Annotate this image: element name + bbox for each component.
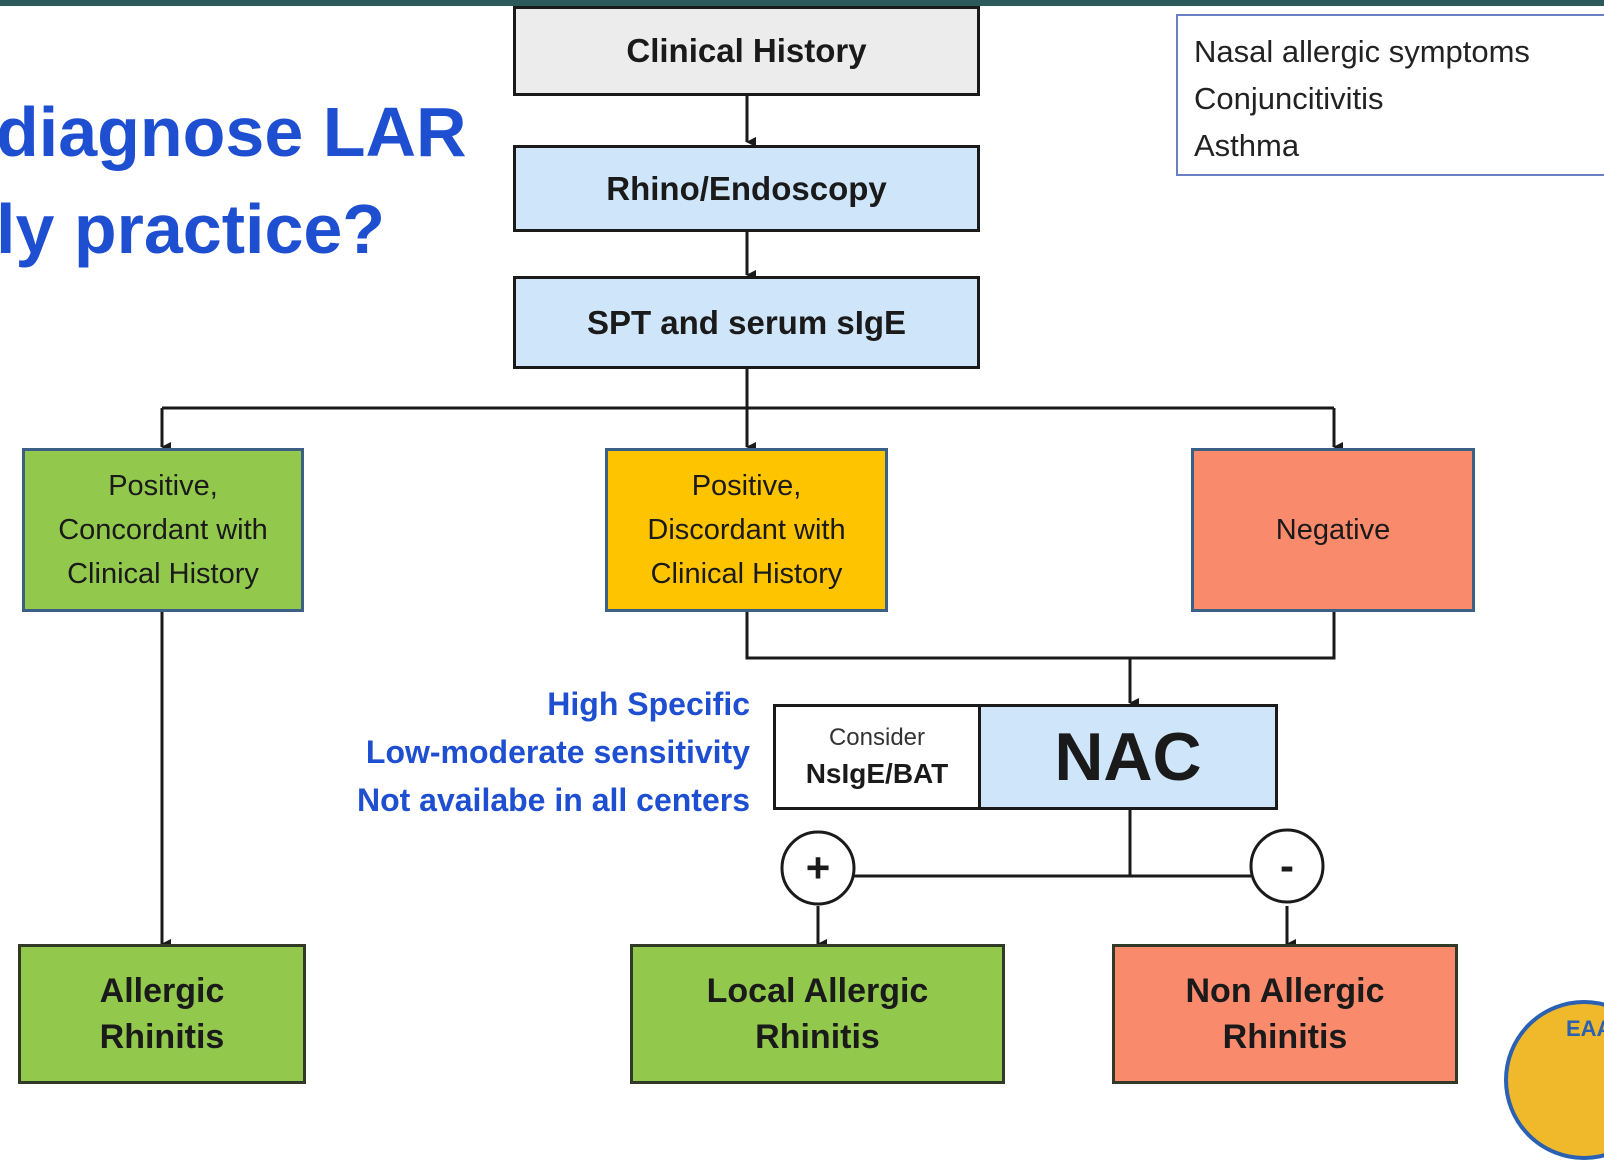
nac-box: NAC bbox=[978, 704, 1278, 810]
non-allergic-rhinitis-box: Non Allergic Rhinitis bbox=[1112, 944, 1458, 1084]
title-line-1: diagnose LAR bbox=[0, 93, 467, 171]
remark-specificity: High Specific bbox=[547, 686, 750, 722]
consider-label: Consider bbox=[828, 724, 926, 751]
note-nasal-symptoms: Nasal allergic symptoms bbox=[1194, 34, 1530, 69]
negative-box: Negative bbox=[1191, 448, 1475, 612]
positive-discordant-label: Positive, Discordant with Clinical Histo… bbox=[647, 470, 846, 590]
positive-concordant-box: Positive, Concordant with Clinical Histo… bbox=[22, 448, 304, 612]
spt-sige-label: SPT and serum sIgE bbox=[586, 303, 907, 341]
logo-text: EAACI bbox=[1566, 1016, 1604, 1041]
allergic-rhinitis-label: Allergic Rhinitis bbox=[99, 972, 225, 1056]
remark-sensitivity: Low-moderate sensitivity bbox=[365, 734, 750, 770]
local-allergic-rhinitis-label: Local Allergic Rhinitis bbox=[706, 972, 929, 1056]
clinical-history-label: Clinical History bbox=[626, 32, 867, 69]
nsige-bat-remarks: High Specific Low-moderate sensitivity N… bbox=[357, 680, 750, 824]
slide-title: diagnose LAR ly practice? bbox=[0, 84, 467, 278]
title-line-2: ly practice? bbox=[0, 190, 386, 268]
positive-concordant-label: Positive, Concordant with Clinical Histo… bbox=[58, 470, 268, 590]
positive-nac-circle bbox=[780, 830, 856, 906]
allergic-rhinitis-box: Allergic Rhinitis bbox=[18, 944, 306, 1084]
positive-discordant-box: Positive, Discordant with Clinical Histo… bbox=[605, 448, 888, 612]
negative-nac-sign: - bbox=[1280, 842, 1294, 889]
rhino-endoscopy-label: Rhino/Endoscopy bbox=[606, 169, 887, 207]
note-asthma: Asthma bbox=[1194, 128, 1300, 163]
local-allergic-rhinitis-box: Local Allergic Rhinitis bbox=[630, 944, 1005, 1084]
negative-nac-circle bbox=[1249, 828, 1325, 904]
consider-tests: NsIgE/BAT bbox=[805, 758, 949, 789]
positive-nac-sign: + bbox=[806, 844, 831, 891]
connector-discordant-negative bbox=[745, 612, 1336, 660]
nac-label: NAC bbox=[1054, 719, 1202, 795]
note-conjunctivitis: Conjuncitivitis bbox=[1194, 81, 1384, 116]
clinical-history-box: Clinical History bbox=[513, 6, 980, 96]
spt-sige-box: SPT and serum sIgE bbox=[513, 276, 980, 369]
remark-availability: Not availabe in all centers bbox=[356, 782, 750, 818]
top-bar bbox=[0, 0, 1604, 6]
negative-label: Negative bbox=[1275, 514, 1391, 546]
consider-nsige-bat-box: Consider NsIgE/BAT bbox=[773, 704, 980, 810]
flow-connectors: + - bbox=[160, 96, 1343, 949]
non-allergic-rhinitis-label: Non Allergic Rhinitis bbox=[1185, 972, 1385, 1056]
rhino-endoscopy-box: Rhino/Endoscopy bbox=[513, 145, 980, 232]
symptoms-note-box: Nasal allergic symptoms Conjuncitivitis … bbox=[1176, 14, 1604, 176]
